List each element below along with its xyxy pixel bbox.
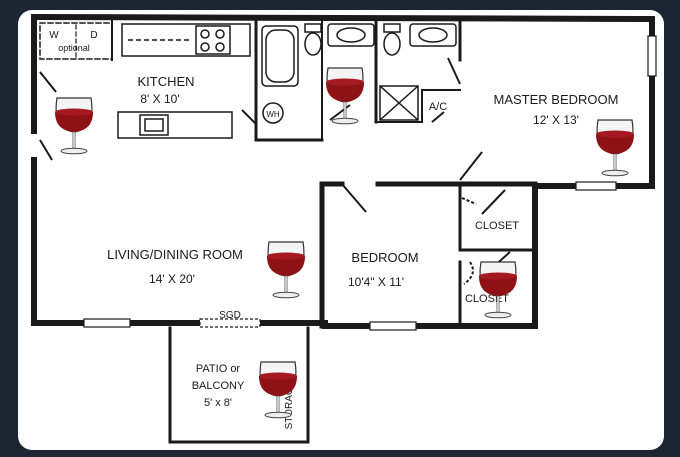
- washer-label: W: [49, 30, 59, 41]
- optional-label: optional: [58, 43, 90, 53]
- bedroom-size: 10'4" X 11': [348, 275, 404, 289]
- kitchen-size: 8' X 10': [140, 92, 179, 106]
- doors: [39, 57, 511, 285]
- dryer-label: D: [90, 30, 97, 41]
- living-room-size: 14' X 20': [149, 272, 195, 286]
- bathroom-fixtures: [261, 23, 457, 124]
- bedroom-name: BEDROOM: [351, 250, 418, 265]
- master-bedroom-name: MASTER BEDROOM: [494, 92, 619, 107]
- patio-size: 5' x 8': [204, 397, 232, 409]
- closet-label-master: CLOSET: [475, 220, 519, 232]
- kitchen-name: KITCHEN: [137, 74, 194, 89]
- water-heater-label: WH: [266, 110, 280, 119]
- living-room-name: LIVING/DINING ROOM: [107, 247, 243, 262]
- storage-label: STORAGE: [284, 380, 295, 429]
- sgd-label: SGD: [219, 310, 241, 321]
- fixture-labels: W D optional WH A/C CLOSET CLOSET SGD ST…: [49, 30, 519, 429]
- ac-label: A/C: [429, 101, 447, 113]
- patio-name-line1: PATIO or: [196, 363, 241, 375]
- room-labels: KITCHEN 8' X 10' LIVING/DINING ROOM 14' …: [107, 74, 618, 409]
- plan-background: [18, 10, 664, 450]
- walls: [30, 13, 656, 444]
- windows: [83, 35, 657, 331]
- master-bedroom-size: 12' X 13': [533, 113, 579, 127]
- patio-name-line2: BALCONY: [192, 380, 245, 392]
- kitchen-fixtures: [117, 23, 251, 139]
